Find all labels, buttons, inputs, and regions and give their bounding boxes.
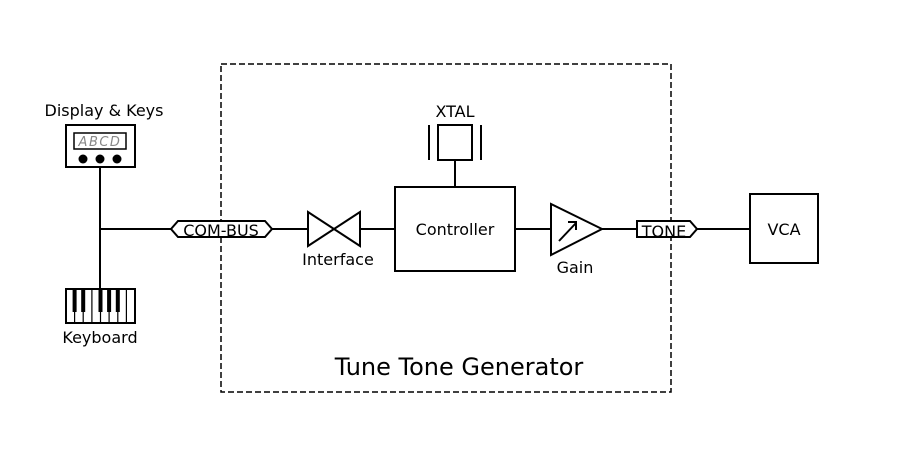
vca-label: VCA bbox=[767, 220, 800, 239]
display-button-3 bbox=[112, 154, 122, 164]
gain-block: Gain bbox=[550, 202, 605, 277]
xtal-label: XTAL bbox=[435, 102, 474, 121]
display-button-2 bbox=[95, 154, 105, 164]
interface-label: Interface bbox=[302, 250, 374, 269]
display-keys-label: Display & Keys bbox=[45, 101, 164, 120]
keyboard-label: Keyboard bbox=[62, 328, 137, 347]
controller-label: Controller bbox=[416, 220, 495, 239]
piano-keyboard-icon bbox=[65, 288, 136, 324]
gain-label: Gain bbox=[557, 258, 594, 277]
wires bbox=[99, 160, 750, 288]
vca-block: VCA bbox=[749, 193, 819, 264]
bowtie-interface-icon bbox=[307, 210, 361, 248]
variable-amplifier-icon bbox=[550, 202, 605, 257]
xtal-block: XTAL bbox=[428, 102, 482, 161]
tone-port: TONE bbox=[636, 220, 699, 241]
display-keys-block: Display & Keys ABCD bbox=[45, 101, 164, 168]
interface-block: Interface bbox=[302, 210, 374, 269]
tone-label: TONE bbox=[641, 222, 686, 241]
com-bus-label: COM-BUS bbox=[183, 221, 259, 240]
crystal-oscillator-icon bbox=[428, 124, 482, 161]
boundary-title: Tune Tone Generator bbox=[334, 353, 584, 381]
display-screen-text: ABCD bbox=[78, 135, 122, 150]
keyboard-block: Keyboard bbox=[62, 288, 138, 347]
display-button-1 bbox=[78, 154, 88, 164]
com-bus-port: COM-BUS bbox=[169, 220, 274, 240]
controller-block: Controller bbox=[394, 186, 516, 272]
display-keys-icon: ABCD bbox=[65, 124, 136, 168]
